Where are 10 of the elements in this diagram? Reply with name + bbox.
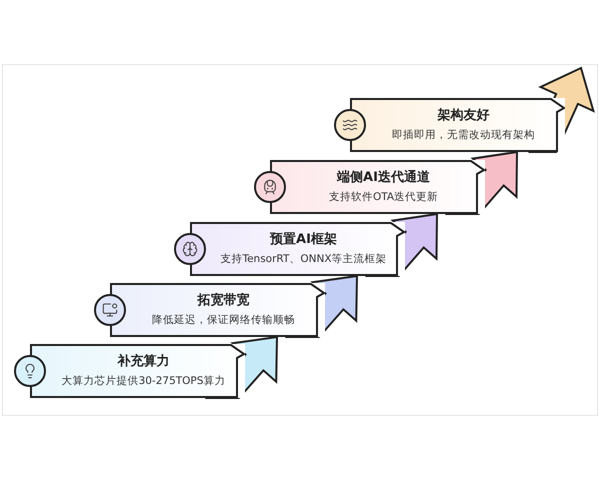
step-title: 拓宽带宽 bbox=[198, 293, 250, 310]
step-description: 支持TensorRT、ONNX等主流框架 bbox=[220, 252, 387, 266]
step-description: 大算力芯片提供30-275TOPS算力 bbox=[62, 374, 226, 388]
step-description: 即插即用，无需改动现有架构 bbox=[392, 128, 535, 142]
step-description: 降低延迟，保证网络传输顺畅 bbox=[152, 314, 295, 327]
step-title: 架构友好 bbox=[438, 108, 490, 125]
step-description: 支持软件OTA迭代更新 bbox=[328, 190, 438, 204]
step-title: 端侧AI迭代通道 bbox=[337, 170, 430, 187]
step-title: 补充算力 bbox=[118, 354, 170, 371]
step-title: 预置AI框架 bbox=[270, 232, 337, 249]
